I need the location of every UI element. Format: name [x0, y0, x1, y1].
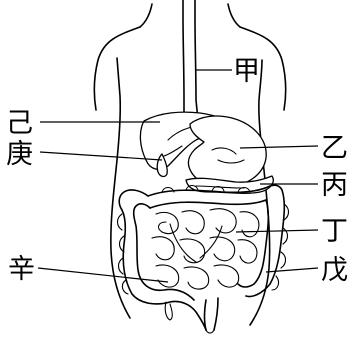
small-intestine: [152, 209, 259, 289]
large-intestine: [118, 185, 289, 333]
label-yi: 乙: [321, 133, 348, 164]
label-geng: 庚: [6, 139, 33, 170]
leader-wu: [266, 268, 318, 272]
labels: 甲 己 庚 乙 丙 丁 戊 辛: [6, 56, 348, 286]
label-jia: 甲: [233, 56, 260, 87]
label-wu: 戊: [321, 255, 348, 286]
label-ding: 丁: [321, 216, 348, 247]
leader-ding: [236, 230, 318, 232]
esophagus: [183, 0, 198, 122]
leader-xin: [38, 268, 168, 282]
stomach: [188, 116, 266, 187]
leader-lines: [38, 70, 318, 282]
label-ji: 己: [6, 108, 33, 139]
label-bing: 丙: [321, 170, 348, 201]
label-xin: 辛: [8, 254, 35, 285]
